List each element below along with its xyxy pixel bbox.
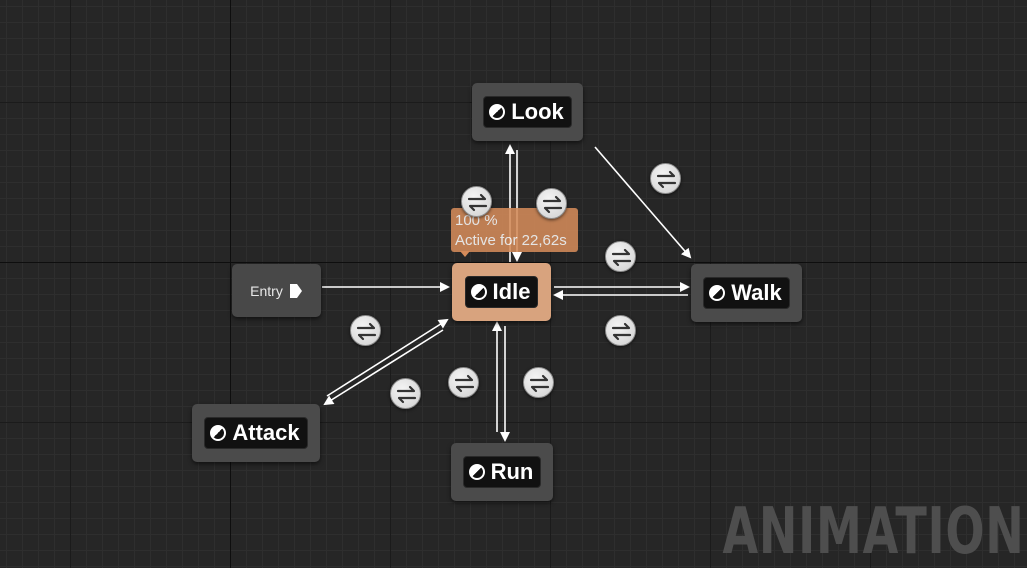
- transition-arrows-icon: [454, 374, 475, 393]
- state-label-attack: Attack: [232, 420, 300, 445]
- state-label-look: Look: [511, 99, 564, 124]
- transition-rule-idle-to-run[interactable]: [523, 367, 554, 398]
- transition-rule-attack-to-idle[interactable]: [350, 315, 381, 346]
- wire-idle-to-attack: [323, 329, 444, 406]
- active-state-weight: 100 %: [455, 212, 498, 229]
- graph-origin-vertical-line: [230, 0, 231, 568]
- entry-node[interactable]: Entry: [232, 264, 321, 317]
- graph-type-watermark: ANIMATION: [722, 495, 1025, 568]
- tooltip-pointer: [460, 251, 470, 257]
- entry-label: Entry: [250, 282, 283, 299]
- transition-rule-walk-to-idle[interactable]: [605, 315, 636, 346]
- transition-arrows-icon: [611, 248, 632, 267]
- transition-arrows-icon: [396, 385, 417, 404]
- transition-rule-idle-to-look[interactable]: [461, 186, 492, 217]
- state-node-look[interactable]: Look: [472, 83, 583, 141]
- transition-arrows-icon: [356, 322, 377, 341]
- transition-arrows-icon: [529, 374, 550, 393]
- wire-attack-to-idle: [326, 318, 449, 397]
- graph-origin-horizontal-line: [0, 262, 1027, 263]
- state-node-walk[interactable]: Walk: [691, 264, 802, 322]
- state-node-body: Walk: [703, 277, 790, 309]
- transition-rule-run-to-idle[interactable]: [448, 367, 479, 398]
- state-label-idle: Idle: [492, 279, 531, 304]
- state-icon: [470, 284, 487, 300]
- exec-pin-icon[interactable]: [289, 283, 303, 299]
- wire-look-to-walk: [594, 146, 692, 259]
- transition-rule-idle-to-attack[interactable]: [390, 378, 421, 409]
- transition-arrows-icon: [656, 170, 677, 189]
- state-icon: [489, 104, 506, 120]
- state-icon: [468, 464, 485, 480]
- transition-rule-look-to-walk[interactable]: [650, 163, 681, 194]
- transition-rule-look-to-idle[interactable]: [536, 188, 567, 219]
- transition-arrows-icon: [611, 322, 632, 341]
- state-node-attack[interactable]: Attack: [192, 404, 320, 462]
- transition-arrows-icon: [542, 195, 563, 214]
- transition-arrows-icon: [467, 193, 488, 212]
- state-label-walk: Walk: [731, 280, 782, 305]
- state-node-idle[interactable]: Idle: [452, 263, 551, 321]
- state-icon: [709, 285, 726, 301]
- active-state-duration: Active for 22,62s: [455, 232, 567, 249]
- state-node-body: Idle: [464, 276, 539, 308]
- transition-rule-idle-to-walk[interactable]: [605, 241, 636, 272]
- state-label-run: Run: [490, 459, 534, 484]
- state-node-body: Attack: [204, 417, 308, 449]
- state-node-run[interactable]: Run: [451, 443, 553, 501]
- state-node-body: Look: [483, 96, 572, 128]
- state-node-body: Run: [462, 456, 542, 488]
- state-icon: [210, 425, 227, 441]
